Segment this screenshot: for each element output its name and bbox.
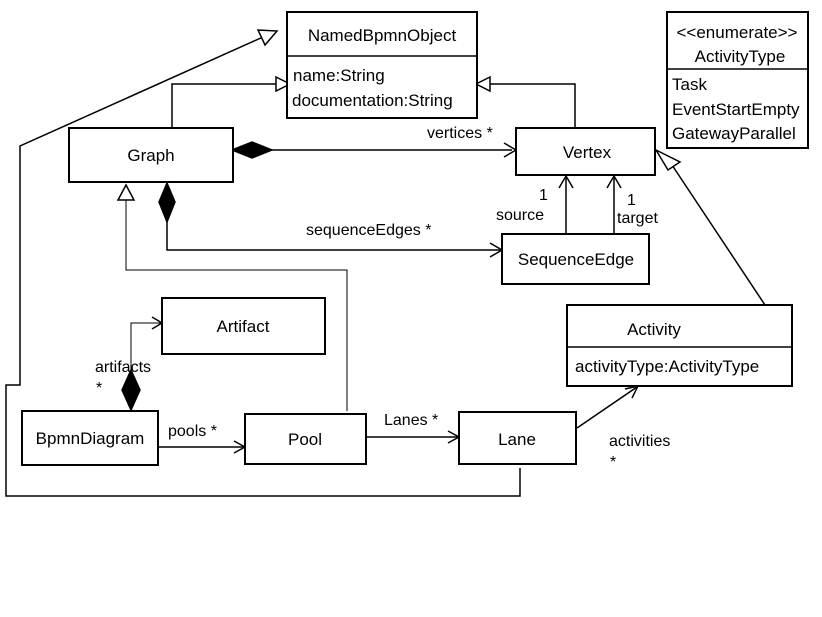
enum-activity-type[interactable]: <<enumerate>> ActivityType Task EventSta…	[666, 11, 809, 149]
stereotype-label: <<enumerate>>	[677, 23, 798, 42]
activities-multiplicity: *	[610, 454, 616, 471]
generalization-arrowhead	[474, 75, 491, 93]
class-name: BpmnDiagram	[36, 429, 145, 448]
generalization-arrowhead	[654, 148, 682, 172]
generalization-arrowhead	[256, 29, 279, 47]
class-box	[286, 11, 478, 119]
class-bpmn-diagram[interactable]: BpmnDiagram	[21, 410, 159, 466]
class-box	[515, 127, 656, 176]
composition-diamond	[158, 181, 176, 225]
source-role: source	[496, 207, 544, 224]
class-name: Graph	[127, 146, 174, 165]
vertices-label: vertices *	[427, 125, 493, 142]
class-name: SequenceEdge	[518, 250, 634, 269]
graph-generalization-line	[171, 83, 276, 128]
activities-role: activities	[609, 433, 670, 450]
class-name: Vertex	[563, 143, 612, 162]
class-pool[interactable]: Pool	[244, 413, 367, 465]
class-artifact[interactable]: Artifact	[161, 297, 326, 355]
class-box	[666, 11, 809, 149]
activity-generalization-line	[671, 164, 766, 306]
class-attribute: name:String	[293, 66, 385, 85]
artifacts-multiplicity: *	[96, 380, 102, 397]
class-name: Lane	[498, 430, 536, 449]
class-name: NamedBpmnObject	[308, 26, 457, 45]
class-box	[68, 127, 234, 183]
class-name: Artifact	[217, 317, 270, 336]
class-sequence-edge[interactable]: SequenceEdge	[501, 233, 650, 285]
vertex-generalization-line	[490, 83, 576, 128]
class-box	[244, 413, 367, 465]
class-named-bpmn-object[interactable]: NamedBpmnObject name:String documentatio…	[286, 11, 478, 119]
class-lane[interactable]: Lane	[458, 411, 577, 465]
class-box	[161, 297, 326, 355]
generalization-arrowhead	[116, 183, 136, 201]
source-multiplicity: 1	[539, 187, 548, 204]
class-name: Pool	[288, 430, 322, 449]
target-multiplicity: 1	[627, 192, 636, 209]
sequence-edges-label: sequenceEdges *	[306, 222, 431, 239]
graph-sequenceedge-composition-line	[166, 222, 500, 251]
class-vertex[interactable]: Vertex	[515, 127, 656, 176]
class-box	[21, 410, 159, 466]
pool-generalization-line	[125, 200, 348, 411]
bpmndiagram-artifact-composition-line	[130, 322, 162, 370]
class-box	[566, 304, 793, 387]
lane-activity-association-line	[576, 386, 638, 429]
class-box	[458, 411, 577, 465]
class-activity[interactable]: Activity activityType:ActivityType	[566, 304, 793, 387]
class-attribute: activityType:ActivityType	[575, 357, 759, 376]
enum-literal: Task	[672, 75, 707, 94]
class-name: Activity	[627, 320, 681, 339]
artifacts-role: artifacts	[95, 359, 151, 376]
lane-generalization-line	[5, 36, 521, 497]
composition-diamond	[121, 368, 141, 412]
target-role: target	[617, 210, 658, 227]
class-name: ActivityType	[695, 47, 786, 66]
class-graph[interactable]: Graph	[68, 127, 234, 183]
composition-diamond	[229, 141, 275, 159]
pools-label: pools *	[168, 423, 217, 440]
enum-literal: EventStartEmpty	[672, 100, 800, 119]
generalization-arrowhead	[275, 75, 292, 93]
class-box	[501, 233, 650, 285]
enum-literal: GatewayParallel	[672, 124, 796, 143]
class-attribute: documentation:String	[292, 91, 453, 110]
lanes-label: Lanes *	[384, 412, 438, 429]
